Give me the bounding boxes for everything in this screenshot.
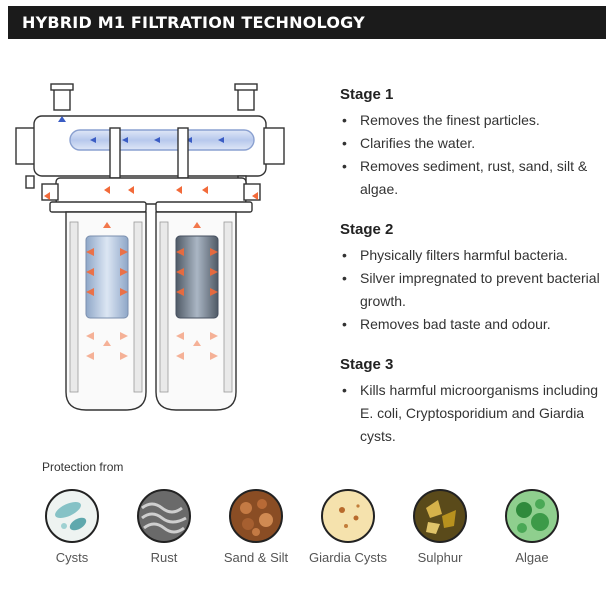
stage-bullets: Physically filters harmful bacteria. Sil…: [340, 244, 610, 336]
water-flow-arrows-faded: [86, 332, 218, 360]
contaminant-label: Giardia Cysts: [308, 550, 388, 565]
contaminant-label: Rust: [150, 550, 178, 565]
stage-3: Stage 3 Kills harmful microorganisms inc…: [340, 356, 610, 448]
stage-title: Stage 1: [340, 86, 394, 103]
inlet-fitting: [50, 83, 258, 111]
stage-bullet: Removes bad taste and odour.: [340, 313, 610, 336]
stage-bullet: Removes the finest particles.: [340, 109, 610, 132]
stage-2: Stage 2 Physically filters harmful bacte…: [340, 221, 610, 336]
stage-bullet: Removes sediment, rust, sand, silt & alg…: [340, 155, 610, 201]
sulphur-icon: [413, 489, 467, 543]
stage-bullet: Clarifies the water.: [340, 132, 610, 155]
filter-housing-stage-1: [65, 211, 147, 411]
bracket: [25, 127, 247, 189]
filter-system-diagram: [15, 83, 285, 411]
port-arrows: [44, 186, 258, 200]
contaminant-sulphur: Sulphur: [400, 488, 480, 565]
stage-title: Stage 3: [340, 356, 394, 373]
contaminant-giardia-cysts: Giardia Cysts: [308, 488, 388, 565]
stage-1: Stage 1 Removes the finest particles. Cl…: [340, 86, 610, 201]
water-flow-arrows: [86, 222, 218, 296]
protection-label: Protection from: [42, 460, 124, 474]
cysts-icon: [45, 489, 99, 543]
stage-bullet: Kills harmful microorganisms including E…: [340, 379, 610, 448]
uv-flow-arrows: [58, 116, 224, 143]
contaminant-label: Sand & Silt: [223, 550, 289, 565]
contaminant-sand-silt: Sand & Silt: [216, 488, 296, 565]
giardia-cysts-icon: [321, 489, 375, 543]
sand-silt-icon: [229, 489, 283, 543]
page-title: HYBRID M1 FILTRATION TECHNOLOGY: [22, 13, 365, 32]
stage-title: Stage 2: [340, 221, 394, 238]
stage-descriptions: Stage 1 Removes the finest particles. Cl…: [340, 86, 610, 468]
contaminant-cysts: Cysts: [32, 488, 112, 565]
contaminant-label: Sulphur: [417, 550, 463, 565]
stage-bullet: Physically filters harmful bacteria.: [340, 244, 610, 267]
stage-bullet: Silver impregnated to prevent bacterial …: [340, 267, 610, 313]
manifold-head: [41, 177, 261, 213]
contaminant-list: Cysts Rust Sand & Silt Giardia Cysts: [32, 488, 592, 578]
stage-bullets: Removes the finest particles. Clarifies …: [340, 109, 610, 201]
algae-icon: [505, 489, 559, 543]
contaminant-label: Cysts: [55, 550, 89, 565]
contaminant-label: Algae: [515, 550, 549, 565]
rust-icon: [137, 489, 191, 543]
contaminant-rust: Rust: [124, 488, 204, 565]
filter-housing-stage-2: [155, 211, 237, 411]
page-header: HYBRID M1 FILTRATION TECHNOLOGY: [8, 6, 606, 39]
stage-bullets: Kills harmful microorganisms including E…: [340, 379, 610, 448]
contaminant-algae: Algae: [492, 488, 572, 565]
uv-chamber: [15, 115, 285, 177]
